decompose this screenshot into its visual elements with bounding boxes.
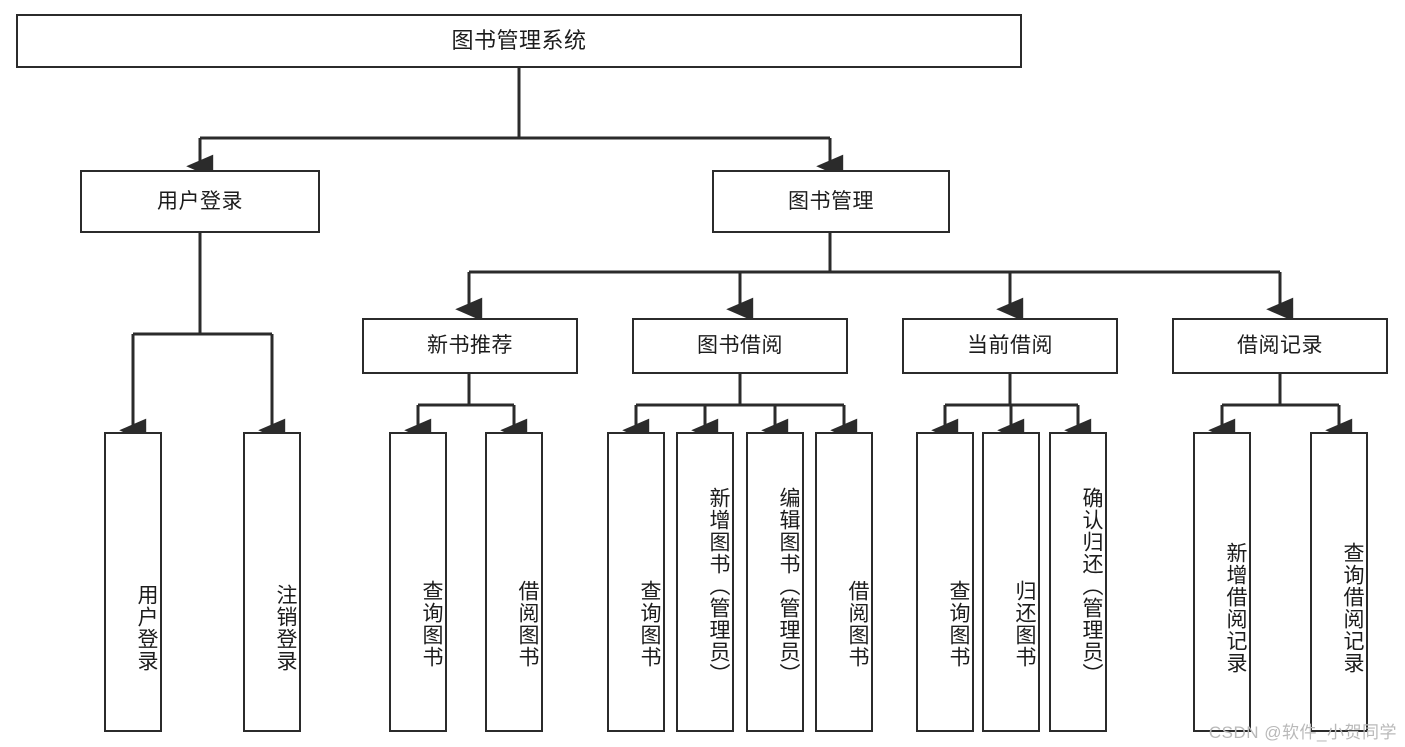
node-current-borrow[interactable]: 当前借阅 bbox=[902, 318, 1118, 374]
leaf-query-book-1-label: 查询图书 bbox=[420, 580, 443, 668]
leaf-add-book-label: 新增图书（管理员） bbox=[707, 487, 730, 685]
leaf-borrow-book-2-label: 借阅图书 bbox=[846, 580, 869, 668]
leaf-add-book[interactable]: 新增图书（管理员） bbox=[676, 432, 734, 732]
node-new-book-rec-label: 新书推荐 bbox=[427, 334, 513, 358]
leaf-logout-login-label: 注销登录 bbox=[274, 584, 297, 672]
leaf-return-book[interactable]: 归还图书 bbox=[982, 432, 1040, 732]
leaf-query-book-1[interactable]: 查询图书 bbox=[389, 432, 447, 732]
leaf-user-login[interactable]: 用户登录 bbox=[104, 432, 162, 732]
leaf-confirm-return-label: 确认归还（管理员） bbox=[1080, 487, 1103, 685]
node-current-borrow-label: 当前借阅 bbox=[967, 334, 1053, 358]
leaf-return-book-label: 归还图书 bbox=[1013, 580, 1036, 668]
leaf-query-book-2[interactable]: 查询图书 bbox=[607, 432, 665, 732]
leaf-query-record[interactable]: 查询借阅记录 bbox=[1310, 432, 1368, 732]
leaf-confirm-return[interactable]: 确认归还（管理员） bbox=[1049, 432, 1107, 732]
node-book-borrow-label: 图书借阅 bbox=[697, 334, 783, 358]
leaf-edit-book-label: 编辑图书（管理员） bbox=[777, 487, 800, 685]
node-user-login[interactable]: 用户登录 bbox=[80, 170, 320, 233]
leaf-query-book-3[interactable]: 查询图书 bbox=[916, 432, 974, 732]
node-book-manage[interactable]: 图书管理 bbox=[712, 170, 950, 233]
node-borrow-record[interactable]: 借阅记录 bbox=[1172, 318, 1388, 374]
node-book-borrow[interactable]: 图书借阅 bbox=[632, 318, 848, 374]
leaf-user-login-label: 用户登录 bbox=[135, 584, 158, 672]
node-borrow-record-label: 借阅记录 bbox=[1237, 334, 1323, 358]
leaf-borrow-book-1[interactable]: 借阅图书 bbox=[485, 432, 543, 732]
node-book-manage-label: 图书管理 bbox=[788, 189, 874, 213]
leaf-query-book-2-label: 查询图书 bbox=[638, 580, 661, 668]
leaf-add-record[interactable]: 新增借阅记录 bbox=[1193, 432, 1251, 732]
node-user-login-label: 用户登录 bbox=[157, 189, 243, 213]
leaf-logout-login[interactable]: 注销登录 bbox=[243, 432, 301, 732]
leaf-add-record-label: 新增借阅记录 bbox=[1224, 542, 1247, 674]
csdn-watermark: CSDN @软件_小贺同学 bbox=[1208, 723, 1397, 742]
leaf-edit-book[interactable]: 编辑图书（管理员） bbox=[746, 432, 804, 732]
leaf-borrow-book-1-label: 借阅图书 bbox=[516, 580, 539, 668]
node-new-book-rec[interactable]: 新书推荐 bbox=[362, 318, 578, 374]
leaf-borrow-book-2[interactable]: 借阅图书 bbox=[815, 432, 873, 732]
leaf-query-record-label: 查询借阅记录 bbox=[1341, 542, 1364, 674]
leaf-query-book-3-label: 查询图书 bbox=[947, 580, 970, 668]
node-root[interactable]: 图书管理系统 bbox=[16, 14, 1022, 68]
node-root-label: 图书管理系统 bbox=[451, 27, 587, 53]
